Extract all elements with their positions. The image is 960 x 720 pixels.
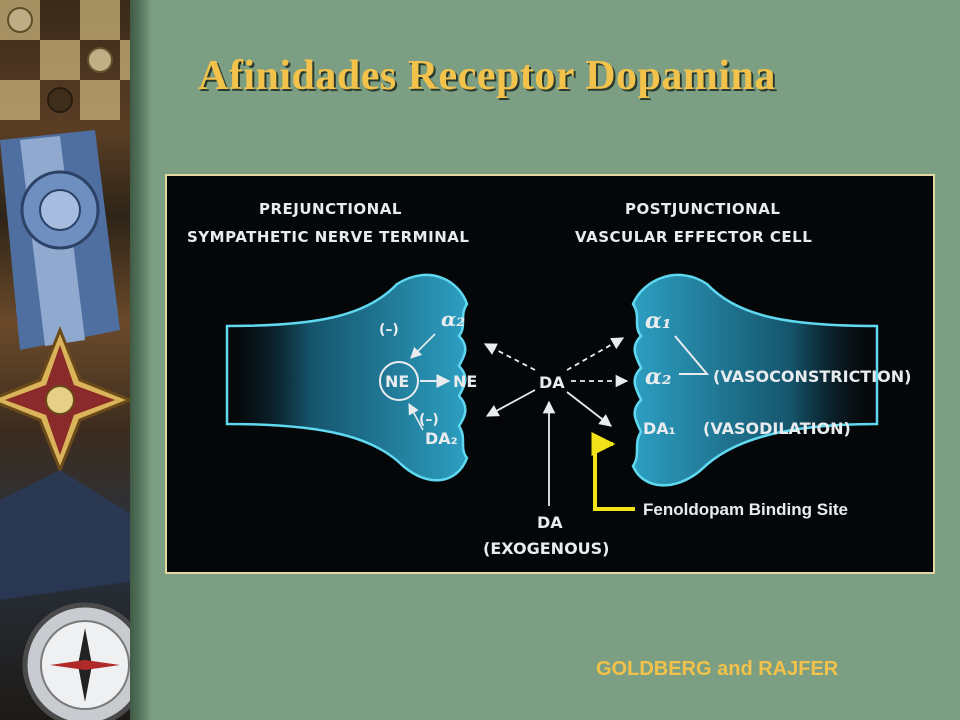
ne-release-label: NE — [453, 372, 477, 391]
da-to-da1-arrow — [566, 391, 612, 427]
exogenous-label: (EXOGENOUS) — [483, 539, 610, 558]
postjunctional-cell-shape — [631, 273, 879, 487]
da1-post-label: DA₁ — [643, 419, 676, 438]
strap-decoration — [0, 470, 140, 600]
sympathetic-terminal-label: SYMPATHETIC NERVE TERMINAL — [187, 228, 469, 246]
da-to-alpha1-arrow — [566, 337, 625, 371]
vasodilation-label: (VASODILATION) — [703, 419, 851, 438]
exogenous-da-label: DA — [537, 513, 563, 532]
da-to-da2-pre-arrow — [485, 389, 536, 417]
author-credit: GOLDBERG and RAJFER — [596, 658, 839, 680]
inhibit-top-label: (–) — [379, 322, 399, 338]
cross-medal-icon — [0, 325, 135, 475]
alpha2-post-label: α₂ — [645, 364, 672, 390]
compass-icon — [22, 602, 140, 720]
strip-shadow-divider — [130, 0, 152, 720]
prejunctional-label: PREJUNCTIONAL — [259, 200, 402, 218]
da2-pre-label: DA₂ — [425, 429, 458, 448]
decorative-photo-strip — [0, 0, 140, 720]
vascular-effector-label: VASCULAR EFFECTOR CELL — [575, 228, 812, 246]
inhibit-bottom-label: (–) — [419, 412, 439, 428]
receptor-diagram: PREJUNCTIONAL SYMPATHETIC NERVE TERMINAL… — [187, 200, 911, 558]
prejunctional-terminal-shape — [225, 273, 469, 482]
da-to-alpha2-pre-arrow — [483, 343, 536, 371]
alpha1-post-label: α₁ — [645, 308, 672, 334]
da-center-label: DA — [539, 373, 565, 392]
checkerboard-pattern — [0, 0, 140, 120]
alpha2-pre-label: α₂ — [441, 307, 465, 331]
fenoldopam-pointer-arrow — [591, 432, 635, 511]
ne-vesicle-label: NE — [385, 372, 409, 391]
page-title: Afinidades Receptor Dopamina — [198, 53, 776, 99]
alpha2-inhibit-arrow — [410, 333, 436, 359]
da2-inhibit-arrow — [408, 403, 424, 431]
vasoconstriction-bracket — [674, 335, 710, 375]
receptor-diagram-frame: PREJUNCTIONAL SYMPATHETIC NERVE TERMINAL… — [165, 174, 935, 574]
postjunctional-label: POSTJUNCTIONAL — [625, 200, 780, 218]
ne-vesicle-circle — [379, 361, 419, 401]
fenoldopam-binding-label: Fenoldopam Binding Site — [643, 500, 848, 519]
vasoconstriction-label: (VASOCONSTRICTION) — [713, 367, 911, 386]
ribbon-medal-icon — [0, 130, 120, 350]
